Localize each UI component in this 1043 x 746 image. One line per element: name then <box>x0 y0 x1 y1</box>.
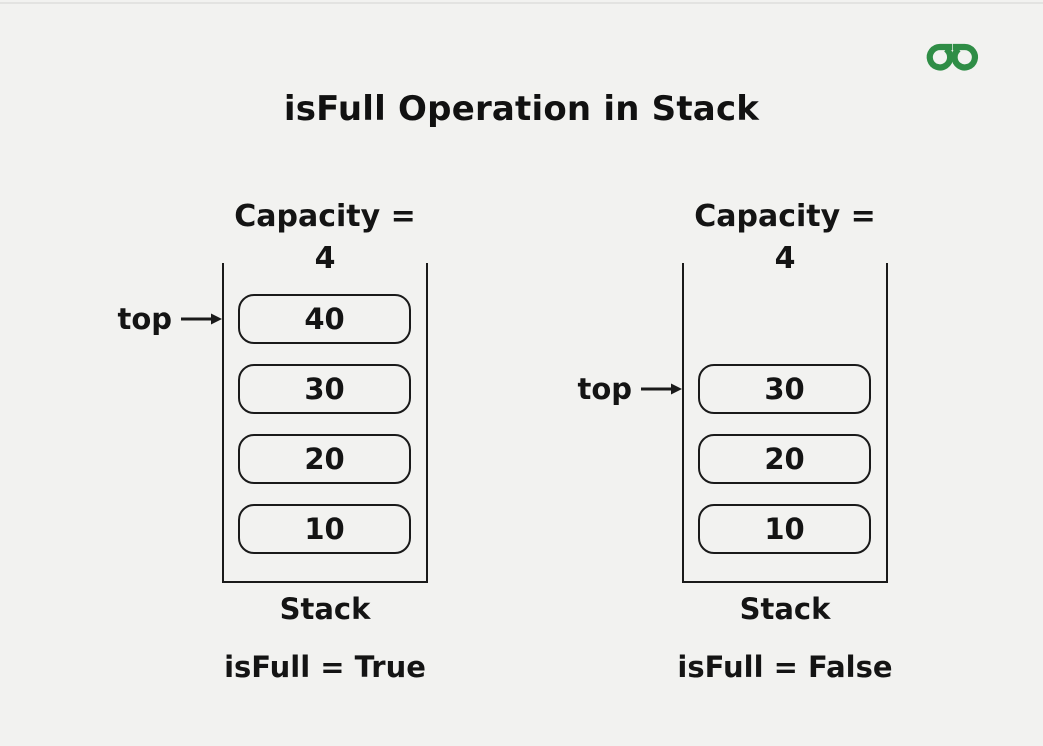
stack-container: 40 30 20 10 <box>222 263 428 583</box>
diagram-title: isFull Operation in Stack <box>283 89 760 129</box>
right-arrow-icon <box>181 313 222 325</box>
isfull-result: isFull = False <box>677 650 893 684</box>
stack-item: 10 <box>238 504 411 554</box>
stack-item: 10 <box>698 504 871 554</box>
stack-item: 20 <box>238 434 411 484</box>
capacity-label: Capacity = 4 <box>694 199 876 276</box>
geeksforgeeks-logo-icon <box>921 38 983 72</box>
stack-item: 30 <box>238 364 411 414</box>
stack-caption: Stack <box>739 592 831 626</box>
isfull-result: isFull = True <box>224 650 426 684</box>
top-pointer: top <box>577 369 682 409</box>
stack-item: 20 <box>698 434 871 484</box>
stack-item: 30 <box>698 364 871 414</box>
stack-caption: Stack <box>279 592 371 626</box>
top-edge-strip <box>0 2 1043 4</box>
top-pointer: top <box>117 299 222 339</box>
stack-item: 40 <box>238 294 411 344</box>
capacity-label: Capacity = 4 <box>234 199 416 276</box>
top-pointer-label: top <box>117 302 172 336</box>
right-arrow-icon <box>641 383 682 395</box>
top-pointer-label: top <box>577 372 632 406</box>
stack-container: 30 20 10 <box>682 263 888 583</box>
